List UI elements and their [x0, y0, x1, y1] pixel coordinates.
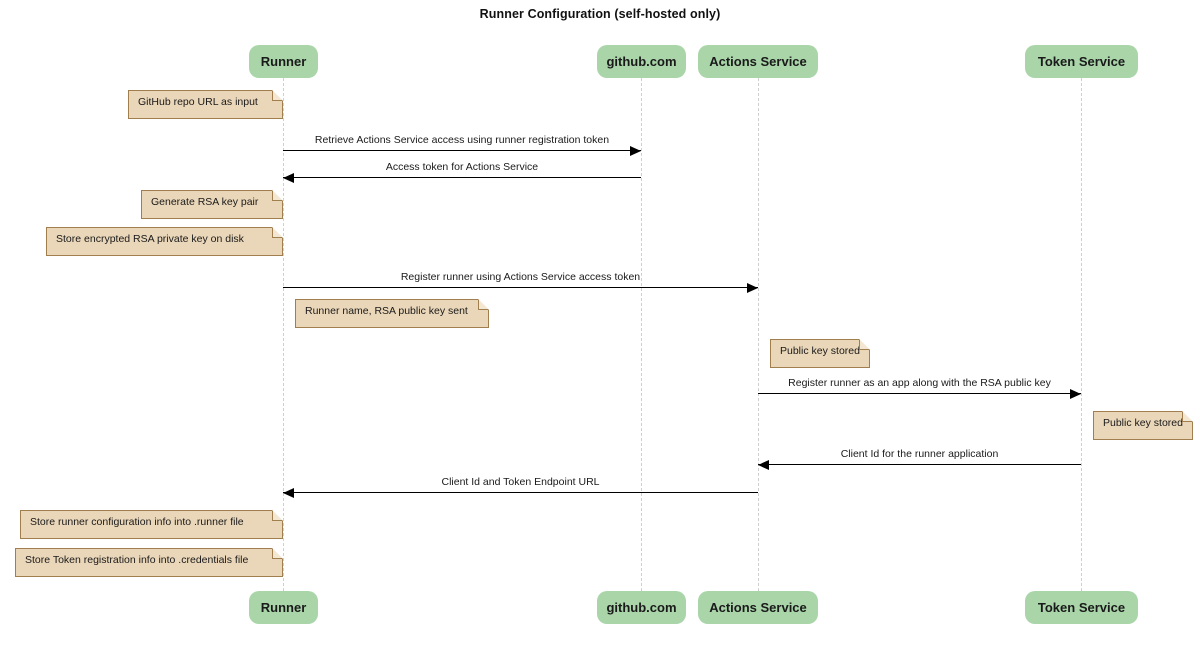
message-arrowhead-4: [758, 460, 769, 470]
note: GitHub repo URL as input: [128, 90, 283, 119]
message-label-1: Access token for Actions Service: [385, 161, 539, 173]
lifeline-github: [641, 78, 642, 591]
note-text: Store Token registration info into .cred…: [25, 554, 249, 566]
message-line-5: [283, 492, 758, 493]
participant-label: Token Service: [1037, 600, 1126, 615]
note: Store Token registration info into .cred…: [15, 548, 283, 577]
message-label-4: Client Id for the runner application: [840, 448, 999, 460]
note-text: Store runner configuration info into .ru…: [30, 516, 244, 528]
note-text: Runner name, RSA public key sent: [305, 305, 468, 317]
message-arrowhead-3: [1070, 389, 1081, 399]
participant-label: Actions Service: [709, 54, 807, 69]
note-fold-icon: [272, 90, 283, 101]
note: Public key stored: [1093, 411, 1193, 440]
message-line-0: [283, 150, 641, 151]
message-arrowhead-2: [747, 283, 758, 293]
note-fold-icon: [272, 510, 283, 521]
note: Public key stored: [770, 339, 870, 368]
lifeline-runner: [283, 78, 284, 591]
page-title: Runner Configuration (self-hosted only): [479, 7, 721, 21]
note-fold-icon: [1182, 411, 1193, 422]
note-text: GitHub repo URL as input: [138, 96, 258, 108]
note-fold-icon: [272, 548, 283, 559]
note: Runner name, RSA public key sent: [295, 299, 489, 328]
lifeline-token: [1081, 78, 1082, 591]
message-arrowhead-1: [283, 173, 294, 183]
participant-runner-top[interactable]: Runner: [249, 45, 318, 78]
note: Store runner configuration info into .ru…: [20, 510, 283, 539]
message-label-3: Register runner as an app along with the…: [788, 377, 1051, 389]
message-label-5: Client Id and Token Endpoint URL: [441, 476, 600, 488]
message-line-1: [283, 177, 641, 178]
participant-token-bottom[interactable]: Token Service: [1025, 591, 1138, 624]
lifeline-actions: [758, 78, 759, 591]
note-fold-icon: [478, 299, 489, 310]
note-text: Public key stored: [780, 345, 860, 357]
participant-label: github.com: [606, 600, 677, 615]
participant-label: Runner: [260, 54, 307, 69]
message-line-2: [283, 287, 758, 288]
participant-label: Actions Service: [709, 600, 807, 615]
participant-github-bottom[interactable]: github.com: [597, 591, 686, 624]
participant-github-top[interactable]: github.com: [597, 45, 686, 78]
message-arrowhead-0: [630, 146, 641, 156]
participant-label: github.com: [606, 54, 677, 69]
message-label-2: Register runner using Actions Service ac…: [400, 271, 641, 283]
note-fold-icon: [859, 339, 870, 350]
note-text: Generate RSA key pair: [151, 196, 259, 208]
participant-label: Runner: [260, 600, 307, 615]
note-text: Store encrypted RSA private key on disk: [56, 233, 244, 245]
participant-actions-bottom[interactable]: Actions Service: [698, 591, 818, 624]
note: Store encrypted RSA private key on disk: [46, 227, 283, 256]
note-fold-icon: [272, 190, 283, 201]
message-arrowhead-5: [283, 488, 294, 498]
participant-token-top[interactable]: Token Service: [1025, 45, 1138, 78]
note-fold-icon: [272, 227, 283, 238]
participant-runner-bottom[interactable]: Runner: [249, 591, 318, 624]
message-label-0: Retrieve Actions Service access using ru…: [314, 134, 610, 146]
participant-label: Token Service: [1037, 54, 1126, 69]
message-line-3: [758, 393, 1081, 394]
note: Generate RSA key pair: [141, 190, 283, 219]
participant-actions-top[interactable]: Actions Service: [698, 45, 818, 78]
message-line-4: [758, 464, 1081, 465]
note-text: Public key stored: [1103, 417, 1183, 429]
